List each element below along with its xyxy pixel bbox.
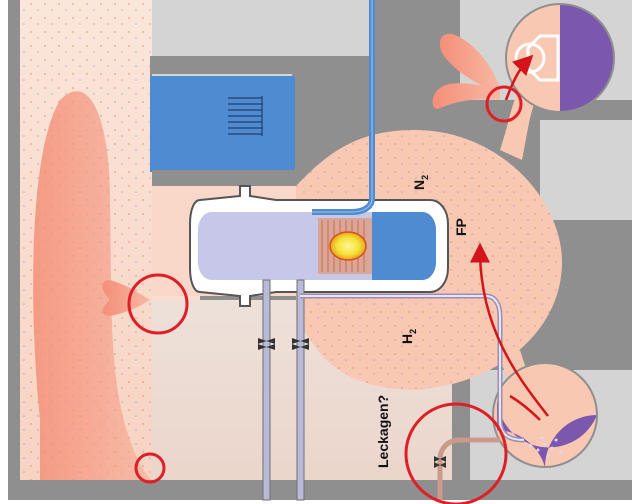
lower-suppression-chamber — [493, 363, 597, 467]
label-fp: FP — [453, 218, 469, 236]
fuel-pool-water — [150, 76, 295, 172]
label-leakage: Leckagen? — [375, 395, 391, 468]
right-mid-room — [540, 120, 632, 220]
upper-room — [152, 0, 372, 56]
reactor-pressure-vessel — [190, 186, 448, 306]
upper-suppression-chamber — [506, 4, 614, 112]
molten-core — [330, 232, 366, 260]
